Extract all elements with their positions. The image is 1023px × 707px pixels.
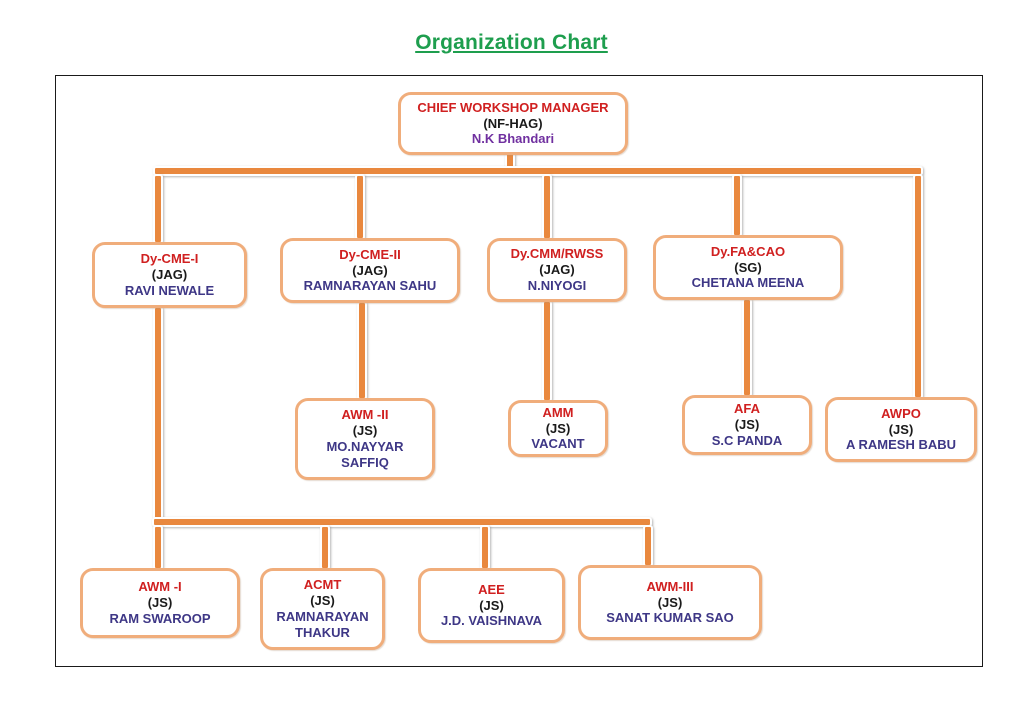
- person-name: N.NIYOGI: [527, 277, 587, 293]
- org-box-dy-cme-i: Dy-CME-I (JAG) RAVI NEWALE: [92, 242, 247, 308]
- connector-drop-dy-cmm: [542, 174, 552, 240]
- grade-label: (NF-HAG): [483, 115, 543, 131]
- org-box-dy-cmm-rwss: Dy.CMM/RWSS (JAG) N.NIYOGI: [487, 238, 627, 302]
- role-label: AMM: [542, 404, 574, 420]
- role-label: Dy.FA&CAO: [710, 243, 786, 259]
- grade-label: (JS): [734, 417, 760, 433]
- person-name: MO.NAYYAR SAFFIQ: [326, 439, 404, 470]
- role-label: AWPO: [881, 405, 921, 421]
- org-box-awm-iii: AWM-III (JS) SANAT KUMAR SAO: [578, 565, 762, 640]
- connector-dycmei-vertical: [153, 306, 163, 522]
- org-box-dy-cme-ii: Dy-CME-II (JAG) RAMNARAYAN SAHU: [280, 238, 460, 303]
- connector-drop-acmt: [320, 525, 330, 570]
- chart-title: Organization Chart: [415, 31, 608, 54]
- connector-dyfacao-afa: [742, 298, 752, 397]
- connector-dycmm-amm: [542, 300, 552, 402]
- org-box-aee: AEE (JS) J.D. VAISHNAVA: [418, 568, 565, 643]
- person-name: VACANT: [531, 436, 585, 452]
- role-label: AFA: [734, 401, 760, 417]
- org-box-dy-fa-cao: Dy.FA&CAO (SG) CHETANA MEENA: [653, 235, 843, 300]
- connector-drop-awm-i: [153, 525, 163, 570]
- connector-drop-awpo: [913, 174, 923, 399]
- role-label: CHIEF WORKSHOP MANAGER: [417, 99, 609, 115]
- person-name: N.K Bhandari: [471, 131, 555, 147]
- connector-drop-dy-cme-ii: [355, 174, 365, 240]
- role-label: AWM -II: [341, 407, 389, 423]
- person-name: A RAMESH BABU: [845, 437, 957, 453]
- grade-label: (JS): [657, 594, 683, 610]
- connector-drop-aee: [480, 525, 490, 570]
- grade-label: (JS): [147, 595, 173, 611]
- connector-dycmeii-awmii: [357, 301, 367, 400]
- grade-label: (JS): [310, 593, 335, 609]
- role-label: Dy-CME-II: [339, 246, 401, 262]
- connector-drop-dy-cme-i: [153, 174, 163, 244]
- grade-label: (JS): [545, 420, 571, 436]
- connector-drop-awm-iii: [643, 525, 653, 567]
- org-box-acmt: ACMT (JS) RAMNARAYAN THAKUR: [260, 568, 385, 650]
- person-name: SANAT KUMAR SAO: [606, 610, 734, 626]
- role-label: Dy.CMM/RWSS: [510, 246, 604, 262]
- connector-drop-dy-fa-cao: [732, 174, 742, 237]
- role-label: ACMT: [303, 577, 342, 593]
- person-name: CHETANA MEENA: [691, 275, 805, 291]
- role-label: Dy-CME-I: [140, 251, 199, 267]
- grade-label: (JS): [352, 423, 378, 439]
- grade-label: (JAG): [539, 262, 575, 278]
- org-box-amm: AMM (JS) VACANT: [508, 400, 608, 457]
- org-box-chief-workshop-manager: CHIEF WORKSHOP MANAGER (NF-HAG) N.K Bhan…: [398, 92, 628, 155]
- role-label: AWM-III: [646, 578, 694, 594]
- grade-label: (JAG): [352, 262, 388, 278]
- person-name: RAVI NEWALE: [124, 282, 215, 298]
- role-label: AWM -I: [138, 579, 182, 595]
- person-name: RAMNARAYAN THAKUR: [276, 609, 369, 640]
- person-name: RAMNARAYAN SAHU: [303, 278, 437, 294]
- org-box-awm-ii: AWM -II (JS) MO.NAYYAR SAFFIQ: [295, 398, 435, 480]
- person-name: J.D. VAISHNAVA: [440, 613, 543, 629]
- connector-level3-hbar: [152, 517, 652, 527]
- org-box-awm-i: AWM -I (JS) RAM SWAROOP: [80, 568, 240, 638]
- grade-label: (JS): [479, 597, 504, 613]
- connector-level1-hbar: [153, 166, 923, 176]
- grade-label: (JS): [888, 421, 914, 437]
- grade-label: (SG): [734, 259, 762, 275]
- person-name: S.C PANDA: [711, 432, 783, 448]
- org-box-awpo: AWPO (JS) A RAMESH BABU: [825, 397, 977, 462]
- grade-label: (JAG): [151, 267, 188, 283]
- person-name: RAM SWAROOP: [109, 610, 211, 626]
- org-box-afa: AFA (JS) S.C PANDA: [682, 395, 812, 455]
- role-label: AEE: [478, 581, 505, 597]
